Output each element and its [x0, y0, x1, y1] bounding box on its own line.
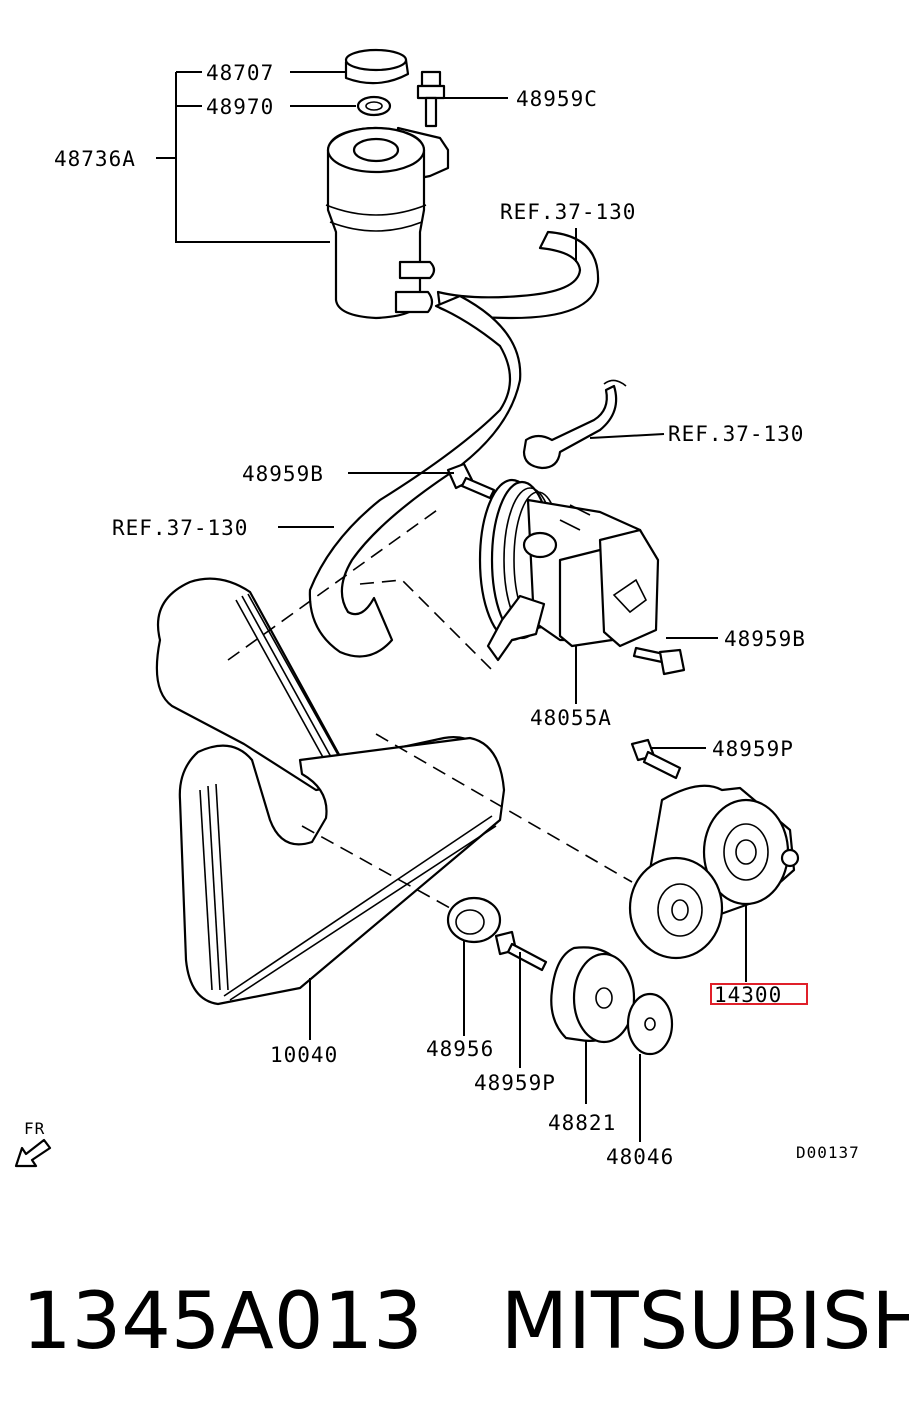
reservoir-tank: [325, 126, 450, 320]
return-hose: [436, 230, 600, 320]
label-ref-mid: REF.37-130: [668, 422, 804, 446]
label-ref-left: REF.37-130: [112, 516, 248, 540]
part-caption: 1345A013 MITSUBISHI: [22, 1262, 909, 1382]
bolt-48959c: [416, 70, 446, 128]
idler-pulley-48821: [550, 946, 636, 1044]
label-48956: 48956: [426, 1037, 494, 1061]
o-ring: [356, 95, 392, 117]
bolt-48959b-right: [632, 646, 686, 676]
label-48055a: 48055A: [530, 706, 612, 730]
label-48707: 48707: [206, 61, 274, 85]
pressure-hose: [522, 384, 618, 470]
label-48970: 48970: [206, 95, 274, 119]
label-48736a: 48736A: [54, 147, 136, 171]
reservoir-cap: [344, 48, 410, 85]
bolt-48959p-top: [630, 738, 682, 780]
diagram-id: D00137: [796, 1143, 860, 1162]
belt-lower-10040: [178, 736, 506, 1006]
label-10040: 10040: [270, 1043, 338, 1067]
label-14300: 14300: [714, 983, 782, 1007]
dust-cover-48046: [626, 992, 674, 1056]
label-48959c: 48959C: [516, 87, 598, 111]
highlight-box: [710, 983, 808, 1005]
bolt-48959p-bottom: [494, 930, 548, 972]
front-arrow-icon: [14, 1138, 52, 1168]
seal-48956: [446, 896, 502, 944]
label-48046: 48046: [606, 1145, 674, 1169]
front-direction-indicator: FR: [14, 1119, 52, 1168]
part-number: 1345A013: [22, 1277, 423, 1367]
label-48959b-top: 48959B: [242, 462, 324, 486]
fr-label: FR: [24, 1119, 45, 1138]
suction-hose: [308, 294, 522, 658]
label-48959b-right: 48959B: [724, 627, 806, 651]
power-steering-pump: [478, 478, 660, 662]
label-ref-top: REF.37-130: [500, 200, 636, 224]
brand-name: MITSUBISHI: [500, 1277, 909, 1367]
bolt-48959b-top: [446, 462, 496, 500]
belt-tensioner: [628, 784, 800, 960]
label-48959p-bottom: 48959P: [474, 1071, 556, 1095]
label-48821: 48821: [548, 1111, 616, 1135]
label-48959p-top: 48959P: [712, 737, 794, 761]
parts-diagram: 48707 48970 48736A 48959C REF.37-130 REF…: [14, 48, 860, 1169]
